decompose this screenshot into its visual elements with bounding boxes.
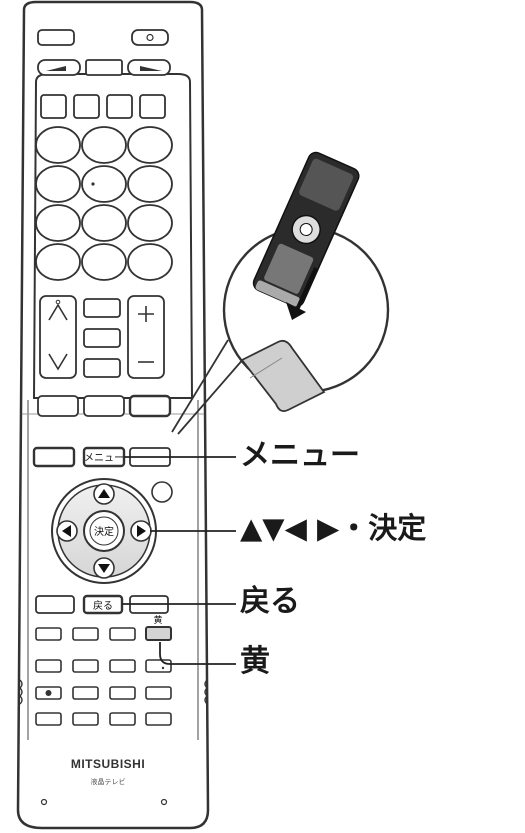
inset-pointer-line — [177, 356, 246, 435]
yellow-leader-line — [159, 642, 236, 665]
channel-up-icon — [48, 303, 68, 321]
lower-button[interactable] — [109, 712, 136, 726]
screw-hole-left — [40, 798, 48, 806]
number-button[interactable] — [127, 243, 173, 281]
wide-button-row — [37, 394, 172, 418]
blue-button[interactable] — [35, 627, 62, 641]
yellow-button-label: 黄 — [153, 614, 162, 626]
inset-remote — [252, 151, 360, 308]
record-icon — [45, 690, 52, 696]
menu-button-label: メニュー — [84, 453, 124, 464]
dot-marker — [91, 182, 95, 186]
square-button-row — [40, 94, 166, 119]
left-menu-row-button[interactable] — [32, 446, 76, 468]
slide-arrow-shaft — [294, 267, 318, 313]
mid-button-bottom[interactable] — [83, 358, 121, 378]
lower-button[interactable] — [72, 712, 99, 726]
yellow-button[interactable] — [145, 626, 172, 641]
square-button[interactable] — [73, 94, 100, 119]
center-small-button[interactable] — [85, 59, 123, 76]
top-button-row — [37, 29, 171, 76]
dpad: 決定 — [51, 478, 173, 584]
right-wedge-icon — [140, 66, 162, 71]
number-button[interactable] — [127, 204, 173, 242]
number-button[interactable] — [81, 243, 127, 281]
red-button[interactable] — [72, 627, 99, 641]
number-button[interactable] — [127, 126, 173, 164]
back-row: 戻る — [35, 594, 169, 615]
number-button[interactable] — [35, 243, 81, 281]
up-arrow-icon — [98, 489, 110, 498]
lower-button[interactable] — [109, 659, 136, 673]
lower-button[interactable] — [72, 686, 99, 700]
channel-down-icon — [48, 353, 68, 371]
square-button[interactable] — [139, 94, 166, 119]
left-arrow-icon — [62, 525, 71, 537]
lid-opening-inset — [171, 151, 390, 435]
channel-up-dot — [55, 299, 61, 305]
number-button[interactable] — [35, 165, 81, 203]
slide-arrow-head-icon — [286, 302, 306, 320]
number-button[interactable] — [127, 165, 173, 203]
wide-button[interactable] — [128, 394, 172, 418]
wide-button[interactable] — [37, 395, 79, 417]
callout-nav: ▲▼◀ ▶・決定 — [240, 511, 427, 545]
callout-lines — [122, 456, 236, 665]
mid-button-top[interactable] — [83, 298, 121, 318]
power-button[interactable] — [131, 29, 169, 46]
lower-button[interactable] — [145, 712, 172, 726]
enter-button-inner — [89, 516, 119, 546]
left-back-row-button[interactable] — [35, 595, 75, 614]
callout-yellow: 黄 — [240, 644, 270, 679]
square-button[interactable] — [40, 94, 67, 119]
color-button-row: 黄 — [35, 614, 172, 641]
left-wedge-icon — [46, 66, 66, 71]
enter-button-label: 決定 — [94, 525, 114, 538]
number-button[interactable] — [35, 126, 81, 164]
branding: MITSUBISHI 液晶テレビ — [40, 757, 168, 806]
next-button[interactable] — [127, 59, 171, 76]
right-arrow-icon — [137, 525, 146, 537]
number-button[interactable] — [35, 204, 81, 242]
channel-rocker[interactable] — [39, 295, 77, 379]
callout-menu: メニュー — [240, 438, 360, 473]
volume-up-icon — [138, 306, 154, 322]
small-dot — [161, 666, 165, 670]
lower-button[interactable] — [35, 659, 62, 673]
battery-lid — [240, 339, 326, 413]
callout-back: 戻る — [240, 584, 300, 619]
sub-brand-text: 液晶テレビ — [91, 777, 126, 786]
input-button[interactable] — [37, 29, 75, 46]
square-button[interactable] — [106, 94, 133, 119]
number-button[interactable] — [81, 126, 127, 164]
prev-button[interactable] — [37, 59, 81, 76]
small-round-button[interactable] — [151, 481, 173, 503]
rocker-area — [39, 295, 165, 379]
mid-button-middle[interactable] — [83, 328, 121, 348]
number-button[interactable] — [81, 204, 127, 242]
lower-button[interactable] — [72, 659, 99, 673]
wide-button[interactable] — [83, 395, 125, 417]
green-button[interactable] — [109, 627, 136, 641]
lower-button[interactable] — [145, 659, 172, 673]
down-arrow-icon — [98, 564, 110, 573]
volume-rocker[interactable] — [127, 295, 165, 379]
lower-button[interactable] — [145, 686, 172, 700]
lower-button[interactable] — [35, 712, 62, 726]
brand-logo: MITSUBISHI — [71, 757, 145, 771]
back-button-label: 戻る — [93, 599, 113, 612]
inset-pointer-line — [171, 339, 229, 433]
screw-hole-right — [160, 798, 168, 806]
number-button[interactable] — [81, 165, 127, 203]
power-icon — [146, 33, 154, 42]
number-pad — [35, 126, 173, 281]
lid-ridge — [249, 357, 283, 379]
lower-button[interactable] — [109, 686, 136, 700]
